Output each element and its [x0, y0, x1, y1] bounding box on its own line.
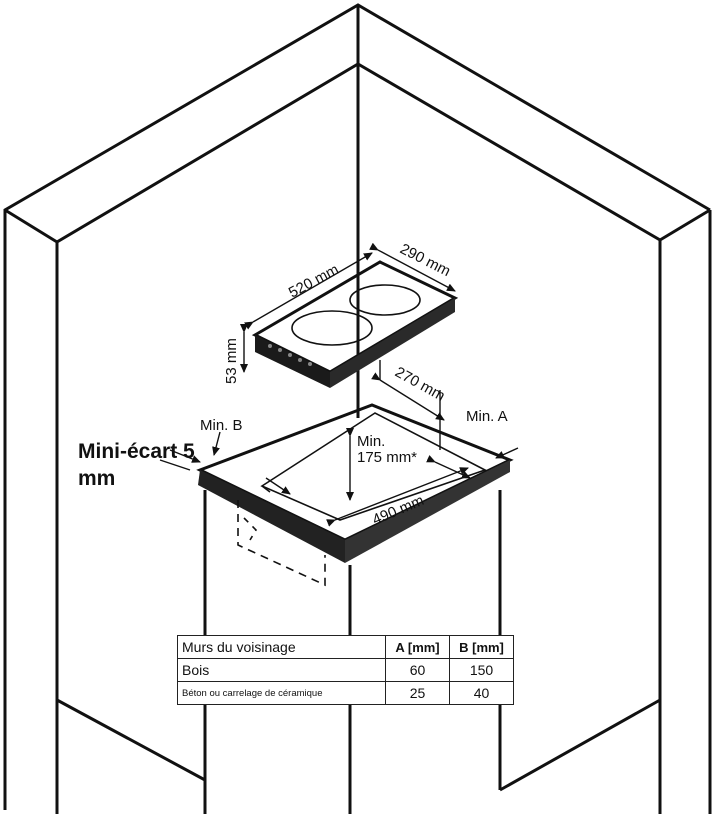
table-row: Bois 60 150 [177, 658, 514, 682]
table-row: Béton ou carrelage de céramique 25 40 [177, 681, 514, 705]
min-gap-note: Mini-écart 5 mm [78, 440, 195, 490]
table-header-row: Murs du voisinage A [mm] B [mm] [177, 635, 514, 659]
header-walls: Murs du voisinage [177, 635, 386, 659]
dim-min-below-value: 175 mm* [357, 449, 417, 466]
cooktop [251, 260, 459, 388]
row-label: Bois [177, 658, 386, 682]
header-b: B [mm] [449, 635, 514, 659]
header-a: A [mm] [385, 635, 450, 659]
dimension-lines [159, 242, 519, 527]
dim-hob-height: 53 mm [223, 338, 240, 384]
row-label: Béton ou carrelage de céramique [177, 681, 386, 705]
row-value-b: 150 [449, 658, 514, 682]
clearance-table: Murs du voisinage A [mm] B [mm] Bois 60 … [177, 635, 514, 705]
label-min-a: Min. A [466, 408, 508, 425]
burner-back [349, 284, 421, 316]
dim-cutout-depth: 270 mm [392, 364, 448, 405]
countertop [196, 403, 514, 587]
wall-corner [3, 3, 712, 814]
dim-hob-width: 520 mm [286, 261, 342, 301]
row-value-a: 60 [385, 658, 450, 682]
row-value-a: 25 [385, 681, 450, 705]
row-value-b: 40 [449, 681, 514, 705]
dim-min-below-label: Min. [357, 433, 385, 450]
burner-front [291, 310, 373, 346]
label-min-b: Min. B [200, 417, 243, 434]
